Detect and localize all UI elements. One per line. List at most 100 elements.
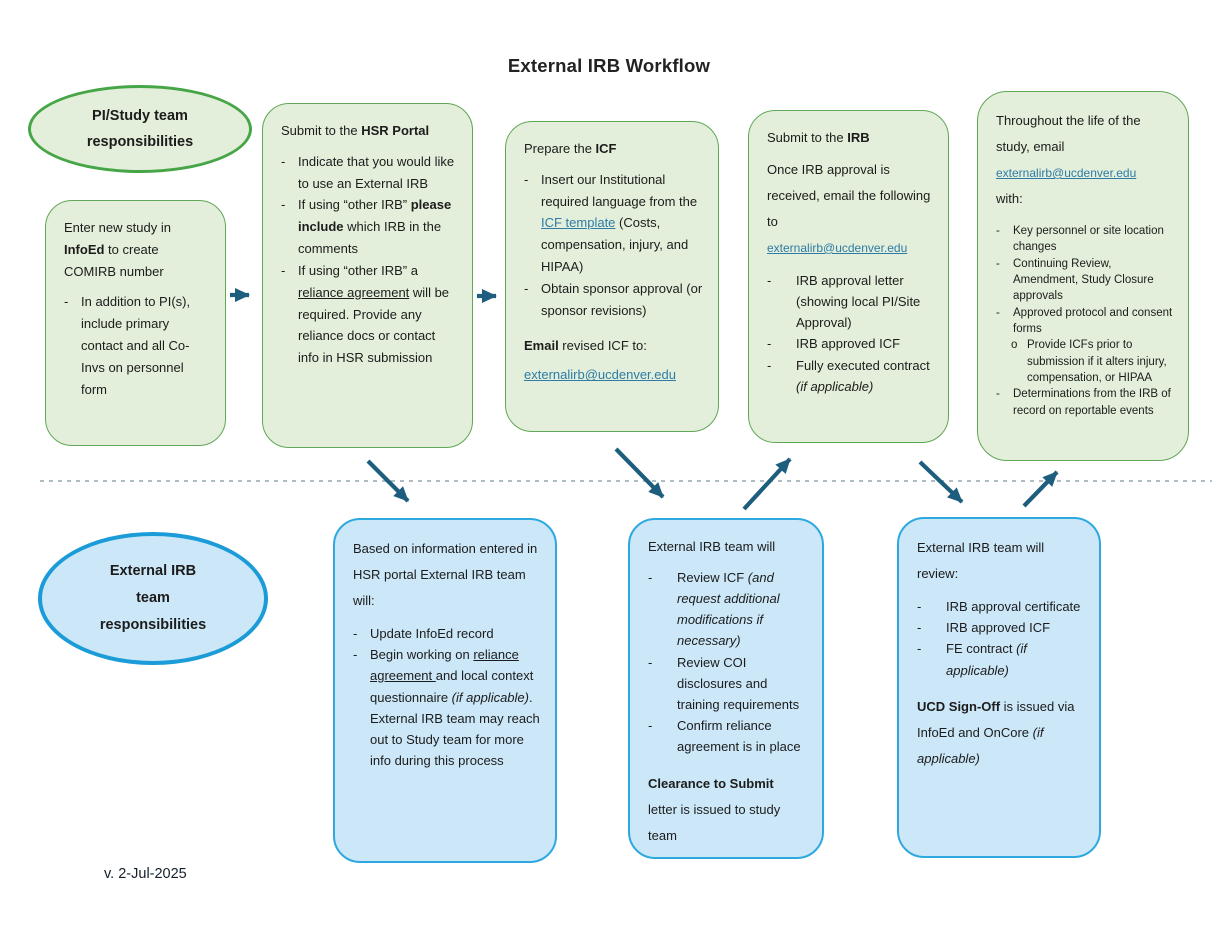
arrow-irb-to-ext-team	[918, 460, 964, 504]
text-run: Continuing Review, Amendment, Study Clos…	[1013, 257, 1154, 303]
text-run: ICF	[595, 141, 617, 156]
bullet-item: -Approved protocol and consent forms	[996, 305, 1173, 338]
bullet-item: - FE contract (if applicable)	[917, 638, 1084, 680]
bullet-item: -Indicate that you would like to use an …	[281, 151, 457, 195]
paragraph: Submit to the HSR Portal	[281, 120, 457, 142]
version-label: v. 2-Jul-2025	[104, 866, 187, 882]
label-line: External IRB	[109, 563, 197, 580]
text-run: In addition to PI(s), include primary co…	[81, 294, 191, 397]
externalirb-email-link[interactable]: externalirb@ucdenver.edu	[996, 166, 1137, 180]
bullet-marker: -	[648, 718, 653, 734]
text-run: IRB approval letter (showing local PI/Si…	[796, 272, 921, 331]
bullet-marker: -	[353, 647, 358, 663]
text-run: Review COI disclosures and training requ…	[677, 654, 800, 712]
text-run: (and request additional modifications if…	[677, 569, 780, 649]
text-run: (if applicable)	[796, 378, 874, 394]
bullet-marker: -	[648, 654, 653, 670]
bullet-item: - IRB approval certificate	[917, 596, 1084, 617]
bullet-marker: -	[996, 257, 1000, 270]
label-line: responsibilities	[86, 134, 194, 150]
arrow-ext-team-to-lifecycle	[1022, 470, 1059, 508]
paragraph: Once IRB approval is received, email the…	[767, 157, 933, 261]
bullet-item: -In addition to PI(s), include primary c…	[64, 291, 210, 400]
externalirb-email-link[interactable]: externalirb@ucdenver.edu	[767, 240, 908, 255]
external-irb-team-responsibilities-text: External IRB team responsibilities	[100, 558, 206, 638]
label-line: PI/Study team	[92, 107, 188, 124]
label-line: responsibilities	[99, 616, 207, 633]
bullet-item: -Continuing Review, Amendment, Study Clo…	[996, 256, 1173, 305]
lane-divider-dashed-line	[40, 480, 1212, 482]
text-run: External IRB team will review:	[917, 540, 1045, 581]
text-run: Fully executed contract	[796, 357, 930, 373]
bullet-marker: -	[917, 641, 922, 657]
text-run: (Costs, compensation, injury, and HIPAA)	[541, 215, 689, 275]
bullet-text: Insert our Institutional required langua…	[541, 169, 703, 278]
bullet-item: -If using “other IRB” a reliance agreeme…	[281, 260, 457, 369]
step-ext-irb-team-hsr-processing: Based on information entered in HSR port…	[333, 518, 557, 863]
text-run: FE contract	[946, 641, 1017, 657]
bullet-item: -Begin working on reliance agreement and…	[353, 644, 540, 771]
text-run: . External IRB team may reach out to Stu…	[370, 689, 540, 769]
text-run: Once IRB approval is received, email the…	[767, 161, 931, 229]
text-run: IRB	[847, 130, 870, 145]
paragraph: Email revised ICF to:	[524, 335, 703, 357]
text-run: (if applicable)	[946, 641, 1027, 678]
icf-template-link[interactable]: ICF template	[541, 215, 616, 231]
bullet-text: If using “other IRB” please include whic…	[298, 194, 457, 259]
externalirb-email-link[interactable]: externalirb@ucdenver.edu	[524, 367, 676, 383]
bullet-text: Update InfoEd record	[370, 623, 494, 644]
bullet-list: - IRB approval letter (showing local PI/S…	[767, 270, 933, 397]
paragraph: Submit to the IRB	[767, 127, 933, 149]
text-run: Indicate that you would like to use an E…	[298, 153, 455, 191]
bullet-text: Begin working on reliance agreement and …	[370, 644, 540, 771]
text-run: HSR Portal	[361, 123, 430, 138]
text-run: Provide ICFs prior to submission if it a…	[1027, 339, 1167, 384]
bullet-marker: -	[648, 569, 653, 585]
bullet-text: IRB approved ICF	[796, 333, 900, 354]
text-run: Submit to the	[281, 123, 362, 138]
text-run: Enter new study in	[64, 220, 171, 235]
sub-bullet-text: Provide ICFs prior to submission if it a…	[1027, 337, 1173, 386]
arrow-icf-to-ext-team	[614, 447, 665, 499]
step-submit-to-irb: Submit to the IRB Once IRB approval is re…	[748, 110, 949, 443]
bullet-marker: -	[917, 599, 922, 614]
text-run: which IRB in the comments	[298, 219, 442, 257]
bullet-marker: -	[996, 388, 1000, 401]
text-run: Email	[524, 337, 559, 353]
text-run: Confirm reliance agreement is in place	[677, 718, 801, 755]
step-submit-hsr-portal: Submit to the HSR Portal -Indicate that y…	[262, 103, 473, 448]
step-prepare-icf: Prepare the ICF -Insert our Institutional…	[505, 121, 719, 432]
text-run: If using “other IRB”	[298, 197, 411, 213]
bullet-marker: -	[767, 336, 772, 352]
bullet-text: IRB approved ICF	[946, 617, 1050, 638]
bullet-item: -Insert our Institutional required langu…	[524, 169, 703, 278]
bullet-text: Determinations from the IRB of record on…	[1013, 386, 1173, 419]
paragraph: Based on information entered in HSR port…	[353, 536, 540, 614]
external-irb-team-responsibilities-label: External IRB team responsibilities	[38, 532, 268, 665]
text-run: will be required. Provide any reliance d…	[298, 284, 450, 366]
bullet-marker: -	[64, 294, 69, 310]
bullet-marker: -	[281, 197, 286, 213]
bullet-text: If using “other IRB” a reliance agreemen…	[298, 260, 457, 369]
label-line: team	[136, 590, 170, 607]
bullet-item: -Determinations from the IRB of record o…	[996, 386, 1173, 419]
pi-study-team-responsibilities-text: PI/Study team responsibilities	[87, 103, 193, 155]
bullet-marker: -	[767, 272, 772, 288]
bullet-list: -Key personnel or site location changes-…	[996, 223, 1173, 419]
bullet-item: -Review ICF (and request additional modi…	[648, 567, 807, 652]
bullet-text: Obtain sponsor approval (or sponsor revi…	[541, 278, 703, 322]
arrow-ext-team-to-irb	[742, 457, 792, 511]
bullet-text: Indicate that you would like to use an E…	[298, 151, 457, 195]
bullet-text: FE contract (if applicable)	[946, 638, 1084, 680]
text-run: IRB approval certificate	[946, 599, 1081, 614]
text-run: (if applicable)	[451, 689, 529, 705]
paragraph: Prepare the ICF	[524, 138, 703, 160]
bullet-text: Continuing Review, Amendment, Study Clos…	[1013, 256, 1173, 305]
bullet-text: Approved protocol and consent forms	[1013, 305, 1173, 338]
bullet-text: IRB approval certificate	[946, 596, 1080, 617]
text-run: Clearance to Submit	[648, 775, 774, 791]
text-run: Based on information entered in HSR port…	[353, 541, 538, 608]
